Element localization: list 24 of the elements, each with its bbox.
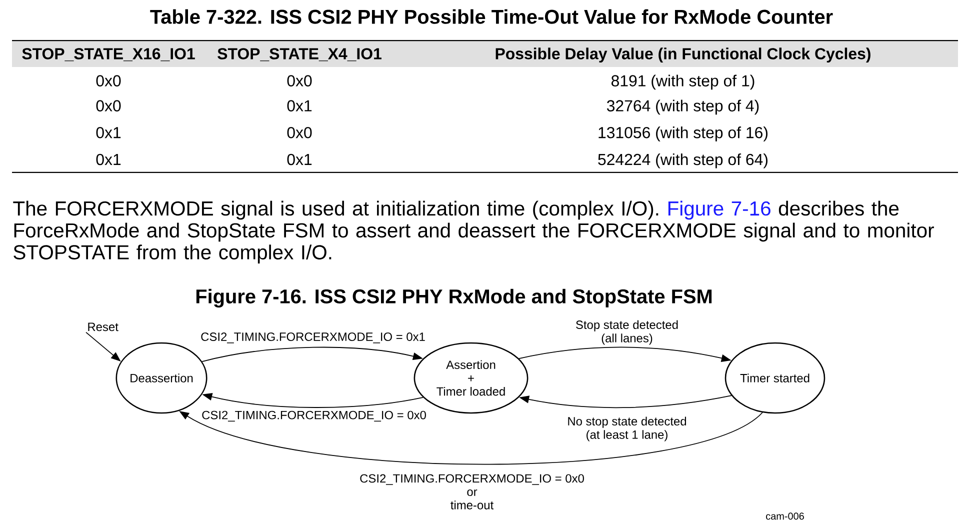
paragraph: The FORCERXMODE signal is used at initialization time (complex I/O). Figure 7-16 describes the ForceRxMode and StopState FSM to assert and deassert the FORCERXMODE signal and to monitor STOPSTATE from the complex I/O. <box>13 200 934 264</box>
header-cell: STOP_STATE_X4_IO1 <box>205 41 400 67</box>
table-cell: 0x0 <box>96 75 121 86</box>
table-cell: 0x0 <box>96 100 121 112</box>
table-title: Table 7-322. ISS CSI2 PHY Possible Time-Out Value for RxMode Counter <box>150 9 833 24</box>
edge-label: CSI2_TIMING.FORCERXMODE_IO = 0x0 or time-out <box>360 474 584 510</box>
figure-title: Figure 7-16. ISS CSI2 PHY RxMode and StopState FSM <box>196 288 712 308</box>
table-cell: 0x1 <box>96 126 121 138</box>
table-cell: 0x1 <box>287 100 312 112</box>
table-cell: 8191 (with step of 1) <box>611 74 754 90</box>
link: Figure 7-16 <box>668 200 770 220</box>
header-cell: STOP_STATE_X16_IO1 <box>12 41 205 67</box>
table-cell: 0x1 <box>287 154 312 166</box>
table-cell: 0x0 <box>287 75 312 86</box>
table-cell: 32764 (with step of 4) <box>606 100 759 115</box>
table-cell: 0x1 <box>96 154 121 166</box>
edge-label: Stop state detected (all lanes) <box>576 320 678 345</box>
edge-label: No stop state detected (at least 1 lane) <box>568 416 686 442</box>
start-label: Reset <box>88 322 118 332</box>
table-cell: 131056 (with step of 16) <box>598 126 768 142</box>
table-cell: 0x0 <box>287 126 312 138</box>
figure-code: cam-006 <box>766 512 804 520</box>
table-cell: 524224 (with step of 64) <box>598 153 768 168</box>
edge-label: CSI2_TIMING.FORCERXMODE_IO = 0x1 <box>201 332 425 344</box>
